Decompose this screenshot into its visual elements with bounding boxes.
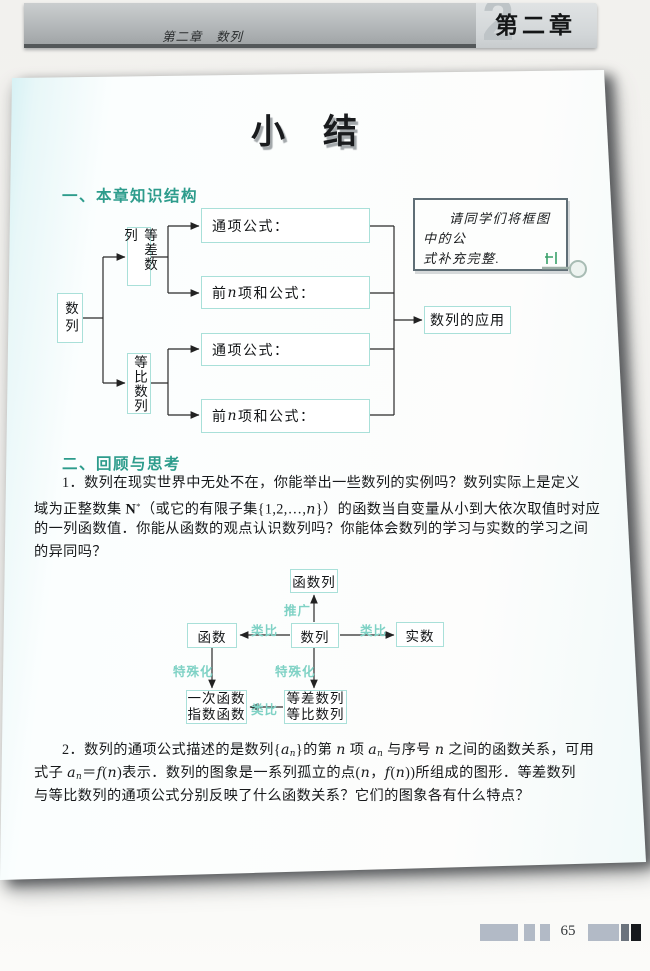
footer-block [480, 924, 518, 941]
edge-label-analogy-bottom: 类比 [251, 703, 279, 717]
flow-box-application: 数列的应用 [424, 306, 511, 334]
chapter-number-watermark: 2 [482, 3, 515, 48]
paragraph-2-line1: 2．数列的通项公式描述的是数列{an}的第 n 项 an 与序号 n 之间的函数… [62, 742, 595, 760]
flow-box-general-formula-arith: 通项公式： [201, 208, 370, 243]
flow-box-geometric: 等比数列 [127, 353, 151, 414]
flow-box-arithmetic: 等差数列 [122, 227, 157, 286]
chapter-tab-label: 第二章 [495, 12, 576, 38]
diagram-node-linear-exponential: 一次函数 指数函数 [186, 690, 247, 724]
diagram-node-function: 函数 [187, 623, 237, 648]
paragraph-1: 1．数列在现实世界中无处不在，你能举出一些数列的实例吗？数列实际上是定义 域为正… [34, 472, 601, 564]
flow-box-root: 数列 [57, 293, 83, 343]
section2-heading: 二、回顾与思考 [62, 456, 182, 473]
diagram-node-function-sequence: 函数列 [290, 569, 338, 593]
paragraph-2-line3: 与等比数列的通项公式分别反映了什么函数关系？它们的图象各有什么特点？ [34, 788, 530, 804]
flow-box-general-formula-geom: 通项公式： [201, 333, 370, 366]
page-title: 小 结 [251, 114, 359, 151]
page-number: 65 [560, 923, 576, 939]
edge-label-analogy-right: 类比 [360, 624, 388, 638]
edge-label-generalize: 推广 [284, 604, 312, 618]
paragraph-2: 2．数列的通项公式描述的是数列{an}的第 n 项 an 与序号 n 之间的函数… [34, 739, 595, 808]
section1-heading: 一、本章知识结构 [62, 188, 199, 205]
paragraph-1-line4: 的异同吗？ [34, 544, 107, 560]
margin-note-line1: 请同学们将框图中的公 [423, 211, 551, 246]
chapter-header-bar: 第二章 数列 2 第二章 [24, 3, 597, 48]
edge-label-specialize-left: 特殊化 [173, 665, 214, 679]
diagram-node-sequence: 数列 [291, 623, 339, 648]
chapter-tab: 2 第二章 [476, 3, 597, 48]
edge-label-specialize-center: 特殊化 [275, 665, 316, 679]
paragraph-1-line3: 的一列函数值．你能从函数的观点认识数列吗？你能体会数列的学习与实数的学习之间 [34, 521, 589, 537]
diagram-node-arith-geom-sequences: 等差数列 等比数列 [284, 690, 347, 724]
margin-note-box: 请同学们将框图中的公 式补充完整. [413, 198, 568, 271]
sprout-pin-icon [542, 252, 587, 278]
footer-block [621, 924, 629, 941]
footer-block [540, 924, 550, 941]
running-title: 第二章 数列 [162, 30, 244, 44]
diagram-node-real-numbers: 实数 [396, 622, 444, 647]
paragraph-1-line1: 1．数列在现实世界中无处不在，你能举出一些数列的实例吗？数列实际上是定义 [62, 475, 581, 491]
paragraph-1-line2: 域为正整数集 N*（或它的有限子集{1,2,…,n}）的函数当自变量从小到大依次… [34, 501, 601, 518]
margin-note-line2: 式补充完整. [423, 251, 501, 266]
edge-label-analogy-left: 类比 [251, 624, 279, 638]
footer-block [588, 924, 619, 941]
footer-block [524, 924, 535, 941]
footer-block [631, 924, 641, 941]
paragraph-2-line2: 式子 an＝f(n)表示．数列的图象是一系列孤立的点(n，f(n))所组成的图形… [34, 765, 576, 783]
